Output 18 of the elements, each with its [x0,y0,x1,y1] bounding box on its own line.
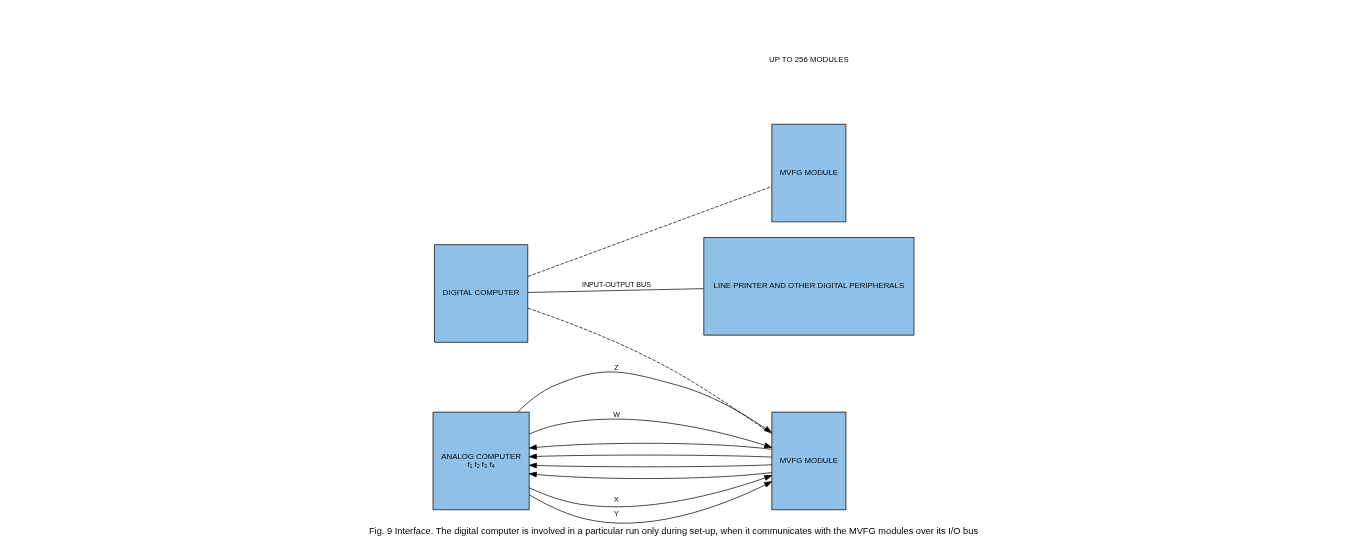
arrow [528,462,772,469]
node-box: LINE PRINTER AND OTHER DIGITAL PERIPHERALS [702,237,914,336]
arrow [528,475,772,508]
label: UP TO 256 MODULES [768,54,849,64]
arrow [528,418,772,449]
arrow [517,371,772,433]
node-box: MVFG MODULE [770,123,846,223]
connector [527,307,772,435]
arrow [528,471,772,479]
arrow [528,453,772,460]
node-box: MVFG MODULE [770,411,846,511]
node-box: ANALOG COMPUTER f₁ f₂ f₃ f₄ [432,411,530,511]
connector [527,288,704,293]
arrow [528,481,772,524]
connector [527,186,772,277]
node-box: DIGITAL COMPUTER [433,244,528,343]
arrow [528,442,772,451]
caption: Fig. 9 Interface. The digital computer is involved in a particular run only during set-up, when it communicates with the MVFG modules over its I/O bus [368,525,978,536]
